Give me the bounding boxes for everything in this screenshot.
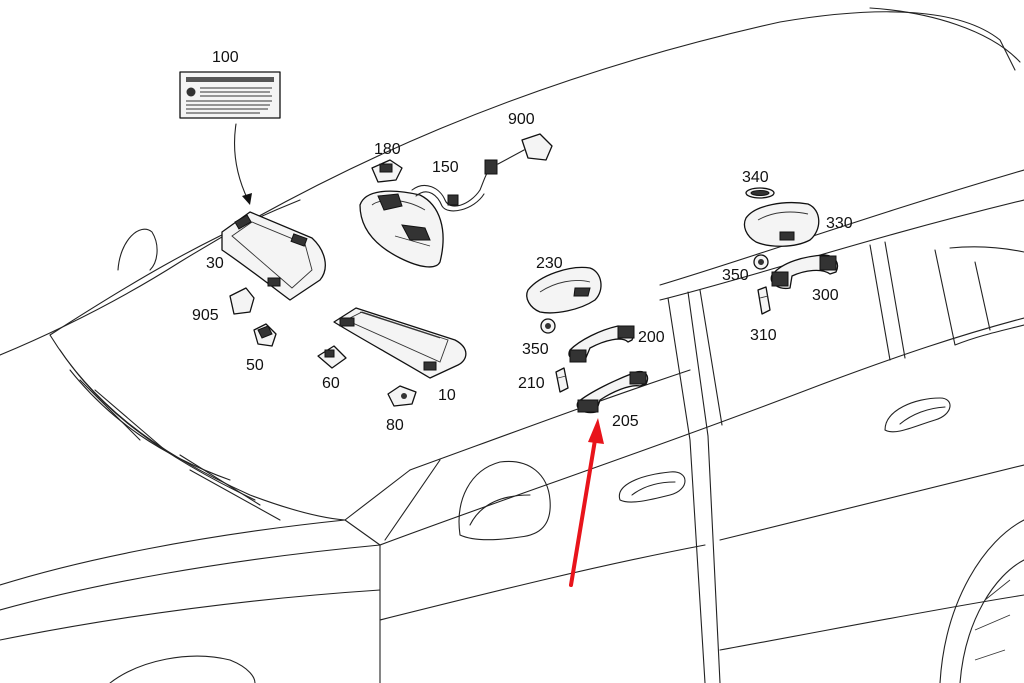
- part-350-screw-b: [540, 318, 556, 334]
- callout-150: 150: [432, 159, 459, 176]
- part-205-grab-handle: [576, 370, 649, 414]
- part-200-grab-handle: [568, 325, 635, 363]
- callout-330: 330: [826, 215, 853, 232]
- callout-310: 310: [750, 327, 777, 344]
- callout-350-front: 350: [522, 341, 549, 358]
- part-350-screw-a: [753, 254, 769, 270]
- callout-labels: 100 900 180 150 30 905 50 60 10 80 340 3…: [192, 49, 853, 434]
- callout-900: 900: [508, 111, 535, 128]
- callout-10: 10: [438, 387, 456, 404]
- callout-200: 200: [638, 329, 665, 346]
- car-body-outline: [0, 7, 1024, 683]
- part-300-grab-handle: [770, 254, 839, 290]
- callout-300: 300: [812, 287, 839, 304]
- highlight-arrow: [569, 418, 604, 587]
- part-60-bracket: [317, 345, 347, 369]
- part-310-clip: [757, 286, 771, 315]
- part-30-vanity-mirror: [221, 211, 326, 301]
- callout-340: 340: [742, 169, 769, 186]
- part-50-clip: [253, 323, 277, 347]
- part-180-switch: [371, 159, 403, 183]
- part-10-sun-visor: [333, 307, 467, 379]
- callout-350-rear: 350: [722, 267, 749, 284]
- callout-80: 80: [386, 417, 404, 434]
- part-340-lens: [745, 187, 775, 199]
- callout-60: 60: [322, 375, 340, 392]
- callout-30: 30: [206, 255, 224, 272]
- callout-180: 180: [374, 141, 401, 158]
- callout-210: 210: [518, 375, 545, 392]
- part-330-light: [743, 202, 820, 247]
- part-900-connector: [497, 133, 553, 165]
- part-210-clip: [555, 367, 569, 393]
- part-100-warning-label: [179, 71, 281, 205]
- callout-205: 205: [612, 413, 639, 430]
- callout-100: 100: [212, 49, 239, 66]
- part-905-clip: [229, 287, 255, 315]
- callout-905: 905: [192, 307, 219, 324]
- part-150-wiring: [411, 159, 498, 212]
- callout-50: 50: [246, 357, 264, 374]
- part-overhead-console: [359, 190, 444, 268]
- callout-230: 230: [536, 255, 563, 272]
- part-230-light: [526, 266, 602, 314]
- part-80-bracket: [387, 385, 417, 407]
